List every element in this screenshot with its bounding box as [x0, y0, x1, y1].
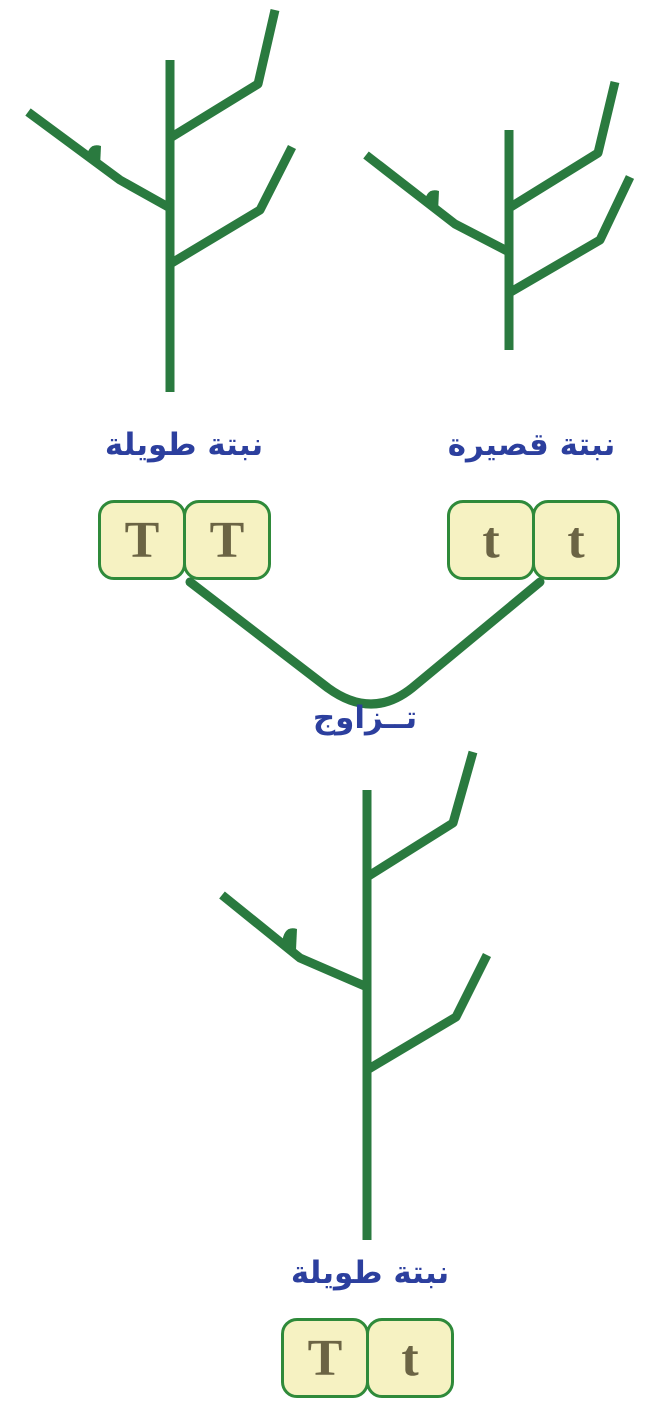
short-parent-genotype: t t: [447, 500, 620, 580]
short-parent-label: نبتة قصيرة: [447, 427, 616, 463]
allele-box: t: [366, 1318, 454, 1398]
offspring-label: نبتة طويلة: [290, 1255, 450, 1291]
allele-box: T: [183, 500, 271, 580]
offspring-genotype: T t: [281, 1318, 454, 1398]
tall-parent-label: نبتة طويلة: [104, 427, 264, 463]
allele-box: t: [447, 500, 535, 580]
allele-box: t: [532, 500, 620, 580]
tall-parent-genotype: T T: [98, 500, 271, 580]
allele-box: T: [281, 1318, 369, 1398]
allele-box: T: [98, 500, 186, 580]
cross-label: تــزاوج: [312, 700, 418, 736]
